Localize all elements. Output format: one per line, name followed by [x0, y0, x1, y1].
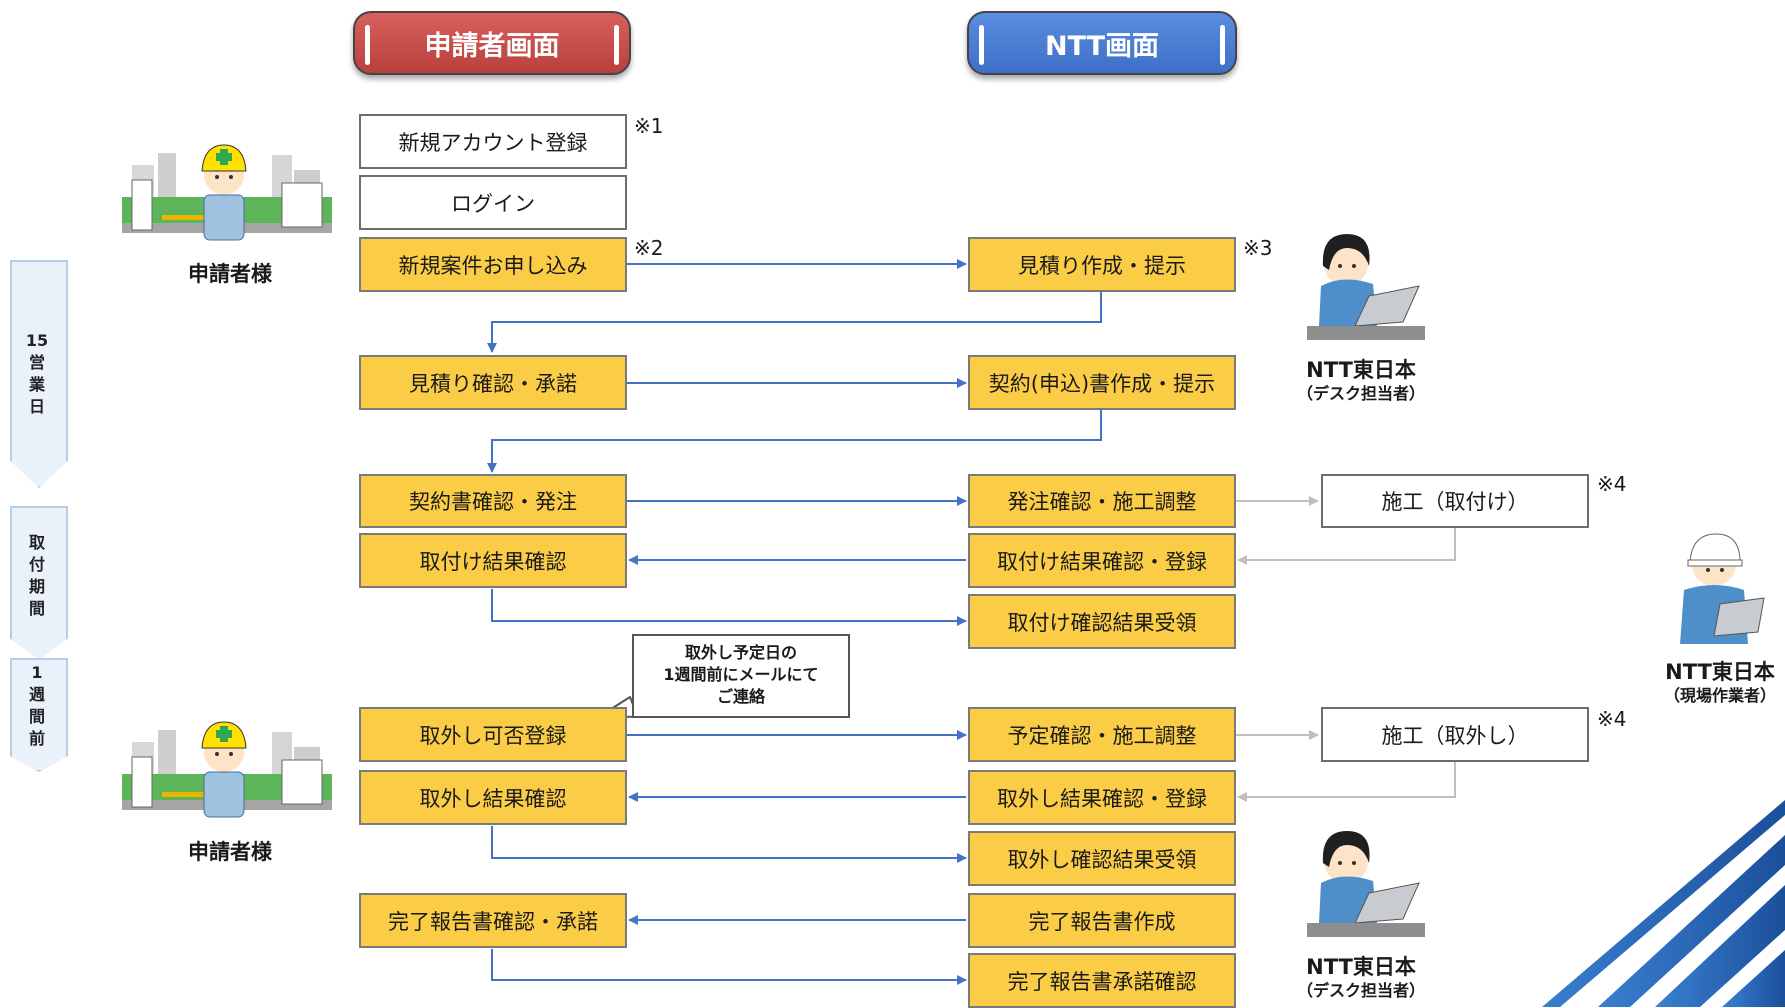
arrow-report-approval: [491, 949, 967, 985]
applicant-worker-illustration: [122, 144, 332, 241]
install-result-register: 取付け結果確認・登録: [968, 533, 1236, 588]
applicant-worker-illustration-2: [122, 721, 332, 818]
arrow-removal-receive: [491, 826, 967, 863]
ntt-screen-title: NTT画面: [1044, 30, 1160, 62]
desk-staff-illustration-2: [1307, 831, 1425, 937]
ntt-screen-header: NTT画面: [967, 11, 1237, 75]
new-application: 新規案件お申し込み: [359, 237, 627, 292]
new-account-registration: 新規アカウント登録: [359, 114, 627, 169]
note-3: ※3: [1243, 236, 1273, 260]
phase-one-week-before: [10, 658, 68, 772]
removal-result-register: 取外し結果確認・登録: [968, 770, 1236, 825]
removal-result-confirm: 取外し結果確認: [359, 770, 627, 825]
note-2: ※2: [634, 236, 664, 260]
estimate-confirm-accept: 見積り確認・承諾: [359, 355, 627, 410]
applicant-screen-header: 申請者画面: [353, 11, 631, 75]
desk-staff-illustration: [1307, 234, 1425, 340]
contract-confirm-order: 契約書確認・発注: [359, 474, 627, 528]
construction-removal: 施工（取外し）: [1321, 707, 1589, 762]
login: ログイン: [359, 175, 627, 230]
report-create: 完了報告書作成: [968, 893, 1236, 948]
schedule-confirm-adjust: 予定確認・施工調整: [968, 707, 1236, 762]
phase-install-period: [10, 506, 68, 660]
estimate-create-present: 見積り作成・提示: [968, 237, 1236, 292]
removal-confirm-receive: 取外し確認結果受領: [968, 831, 1236, 886]
arrow-install-back: [1237, 528, 1456, 565]
report-approval-confirm: 完了報告書承諾確認: [968, 953, 1236, 1008]
arrow-removal-back: [1237, 762, 1456, 802]
applicant-label-top: 申請者様: [188, 262, 272, 286]
construction-install: 施工（取付け）: [1321, 474, 1589, 528]
applicant-screen-title: 申請者画面: [424, 30, 560, 62]
email-notice-bubble: 取外し予定日の 1週間前にメールにて ご連絡: [632, 634, 850, 718]
applicant-label-bottom: 申請者様: [188, 840, 272, 864]
arrow-estimate-to-confirm: [487, 292, 1102, 353]
note-1: ※1: [634, 114, 664, 138]
note-4-install: ※4: [1597, 472, 1627, 496]
arrow-contract-to-confirm: [487, 410, 1102, 473]
order-confirm-adjust: 発注確認・施工調整: [968, 474, 1236, 528]
phase-install-period-label: 取付期間: [28, 533, 45, 618]
phase-15-business-days: [10, 260, 68, 488]
arrow-install-receive: [491, 589, 967, 626]
desk-staff-label-top: NTT東日本 （デスク担当者）: [1296, 358, 1425, 403]
field-worker-label: NTT東日本 （現場作業者）: [1663, 660, 1776, 705]
install-result-confirm: 取付け結果確認: [359, 533, 627, 588]
desk-staff-label-bottom: NTT東日本 （デスク担当者）: [1296, 955, 1425, 1000]
report-confirm-accept: 完了報告書確認・承諾: [359, 893, 627, 948]
install-confirm-receive: 取付け確認結果受領: [968, 594, 1236, 649]
note-4-removal: ※4: [1597, 707, 1627, 731]
field-worker-illustration: [1680, 533, 1765, 644]
corner-stripes-decoration: [1542, 800, 1785, 1007]
removal-availability-register: 取外し可否登録: [359, 707, 627, 762]
contract-create-present: 契約(申込)書作成・提示: [968, 355, 1236, 410]
